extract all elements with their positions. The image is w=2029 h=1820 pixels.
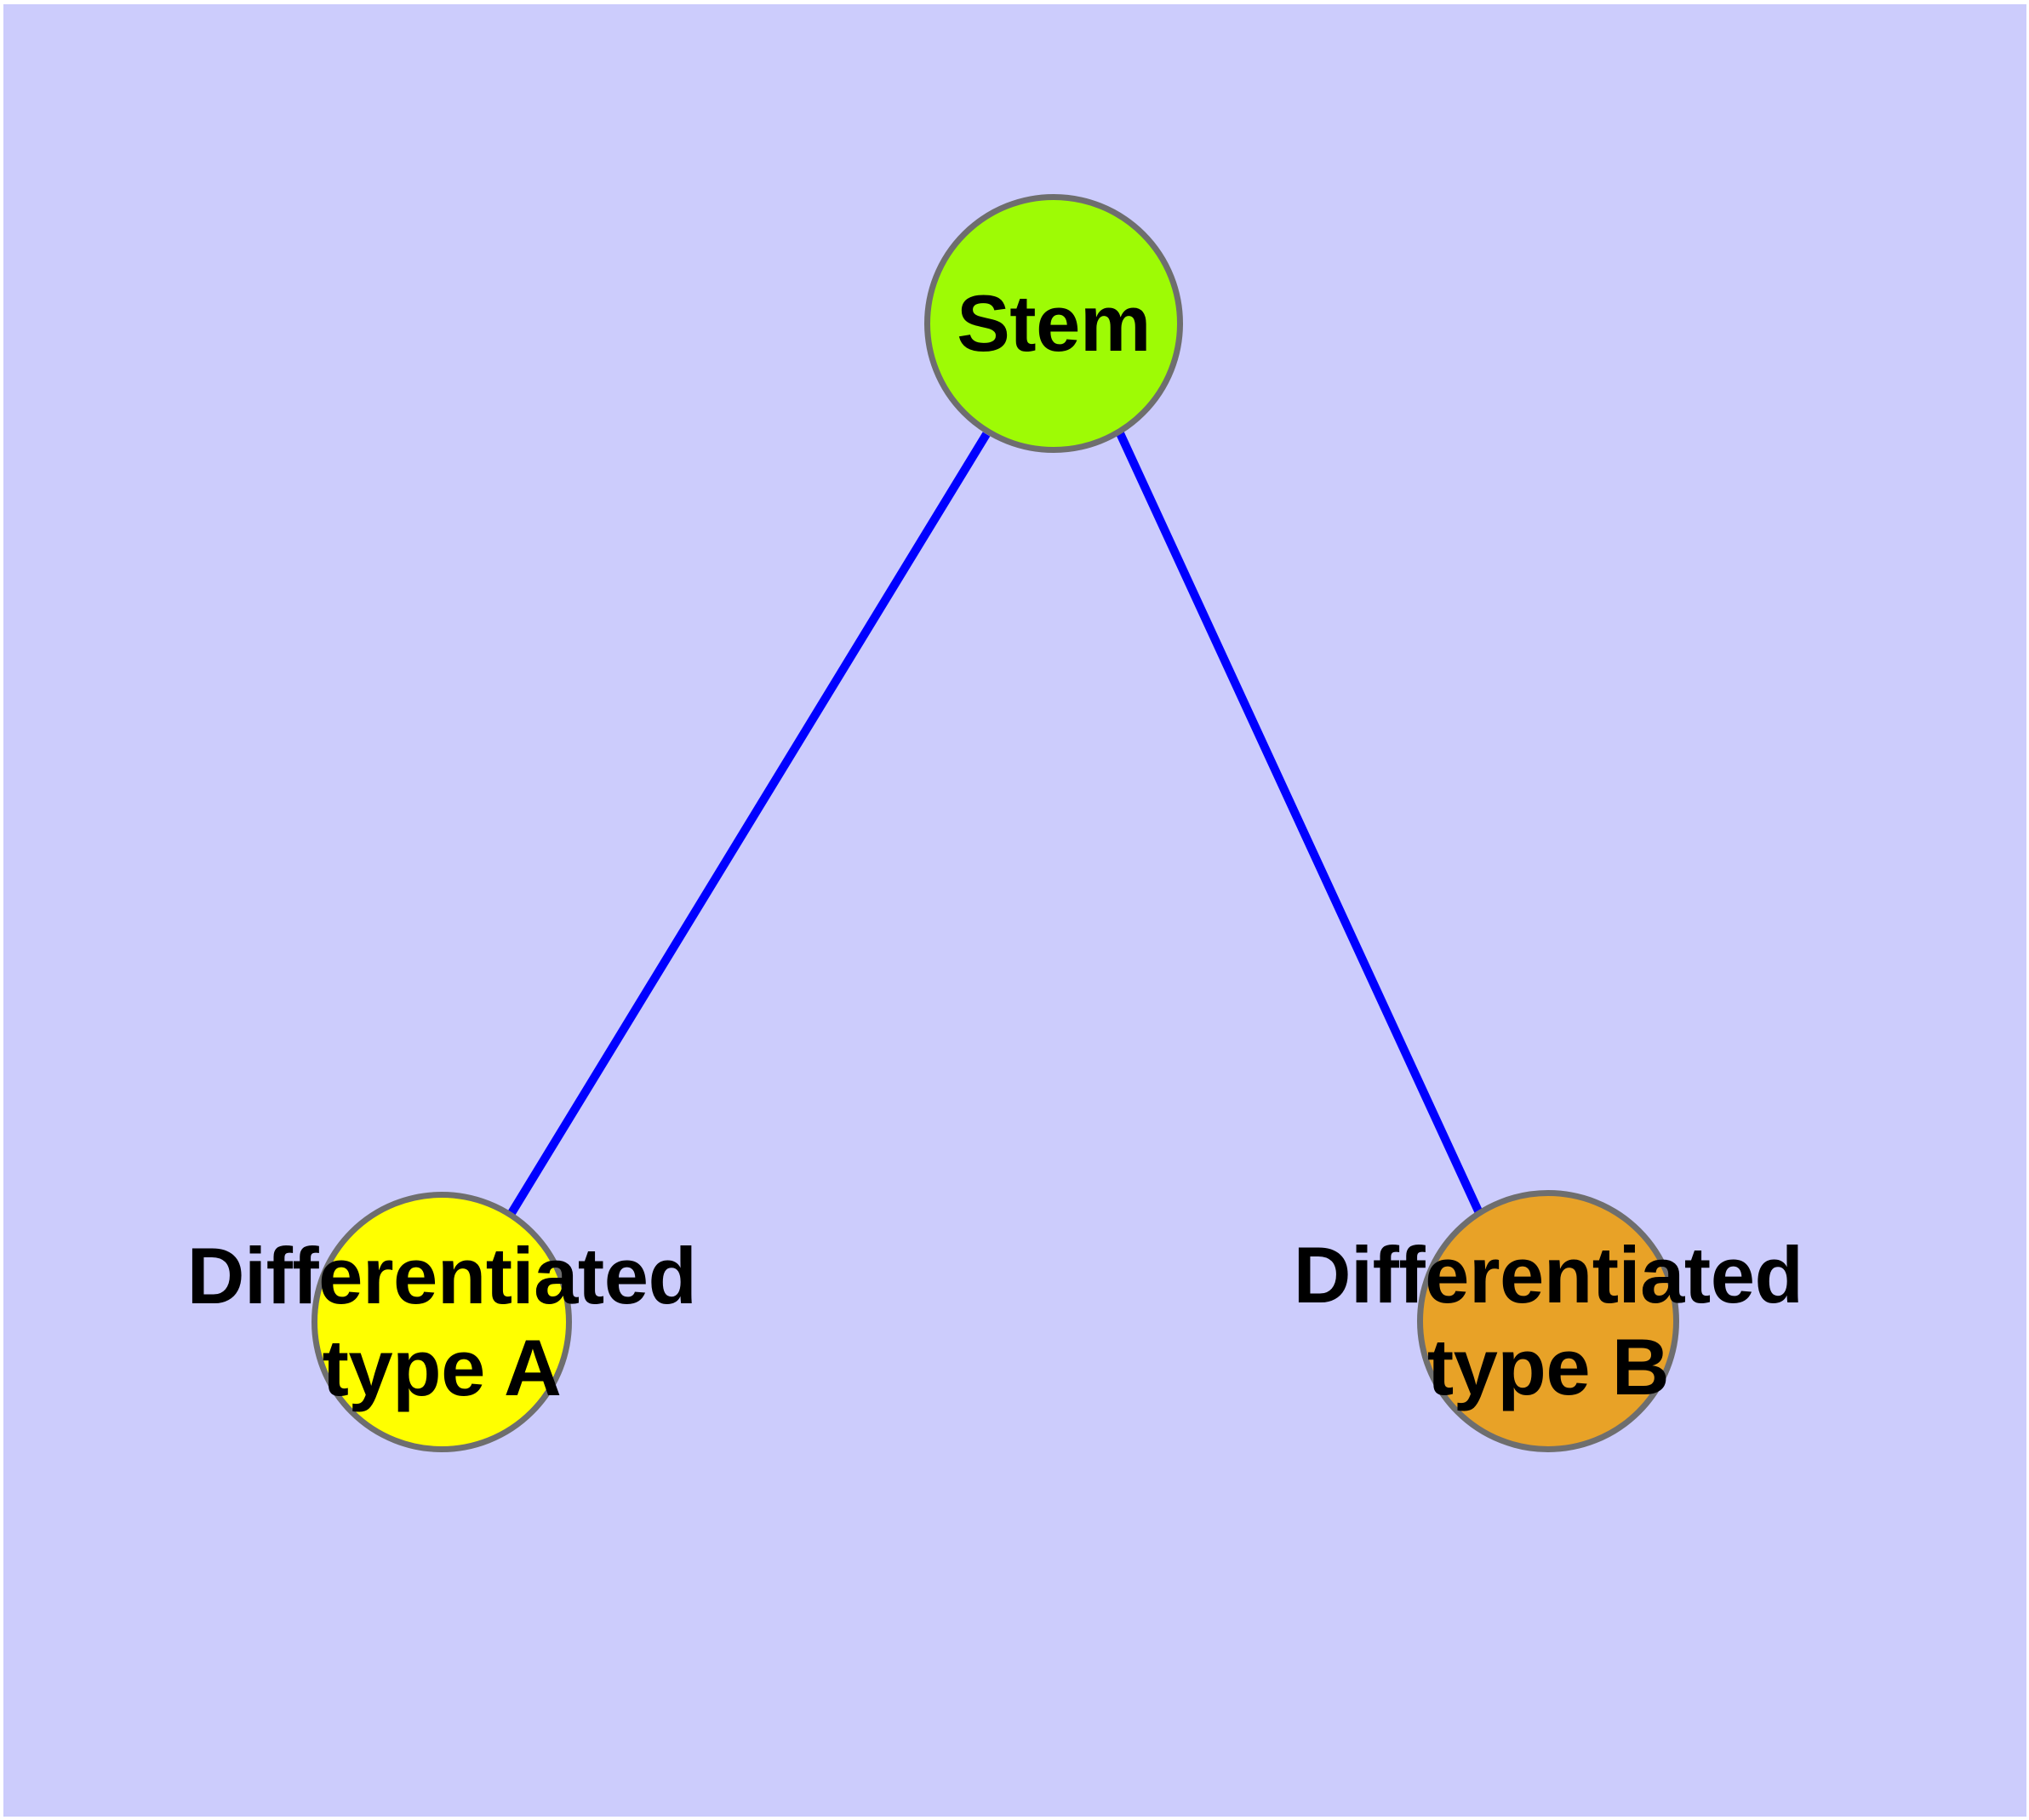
graph-edge xyxy=(505,432,991,1220)
graph-node-diff_b[interactable] xyxy=(1417,1190,1679,1452)
graph-node-diff_a[interactable] xyxy=(311,1192,572,1452)
edges-group xyxy=(505,431,1484,1220)
graph-edge xyxy=(1116,431,1484,1217)
nodes-group xyxy=(311,194,1679,1452)
graph-node-stem[interactable] xyxy=(924,194,1183,453)
